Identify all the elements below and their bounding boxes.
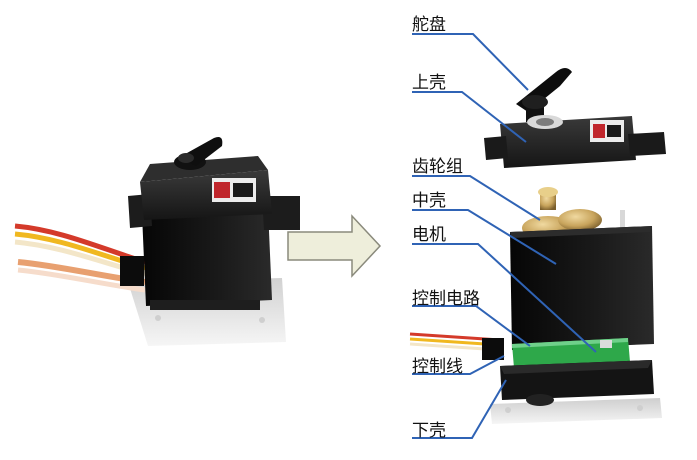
leader-line-gear-set bbox=[412, 175, 541, 221]
leader-line-control-circuit bbox=[412, 305, 531, 347]
label-control-circuit: 控制电路 bbox=[412, 289, 480, 309]
control-wire-part bbox=[409, 332, 504, 360]
exploded-servo-illustration bbox=[409, 33, 666, 439]
label-motor: 电机 bbox=[412, 225, 446, 245]
control-circuit-part bbox=[512, 338, 630, 368]
leader-line-control-wire bbox=[412, 355, 505, 375]
leader-line-motor bbox=[412, 243, 597, 353]
leader-lines bbox=[412, 33, 597, 439]
lower-case-part bbox=[490, 360, 662, 424]
assembled-servo-illustration bbox=[14, 137, 300, 346]
label-gear-set: 齿轮组 bbox=[412, 157, 463, 177]
leader-line-lower-case bbox=[412, 379, 507, 439]
label-control-wire: 控制线 bbox=[412, 357, 463, 377]
leader-line-middle-case bbox=[412, 209, 557, 265]
leader-line-horn bbox=[412, 33, 529, 91]
middle-case-part bbox=[510, 226, 654, 350]
upper-case-part bbox=[484, 115, 666, 168]
label-lower-case: 下壳 bbox=[412, 421, 446, 441]
label-upper-case: 上壳 bbox=[412, 73, 446, 93]
leader-line-upper-case bbox=[412, 91, 527, 143]
label-middle-case: 中壳 bbox=[412, 191, 446, 211]
right-arrow-icon bbox=[287, 214, 382, 278]
label-horn: 舵盘 bbox=[412, 15, 446, 35]
horn-part bbox=[516, 68, 572, 122]
